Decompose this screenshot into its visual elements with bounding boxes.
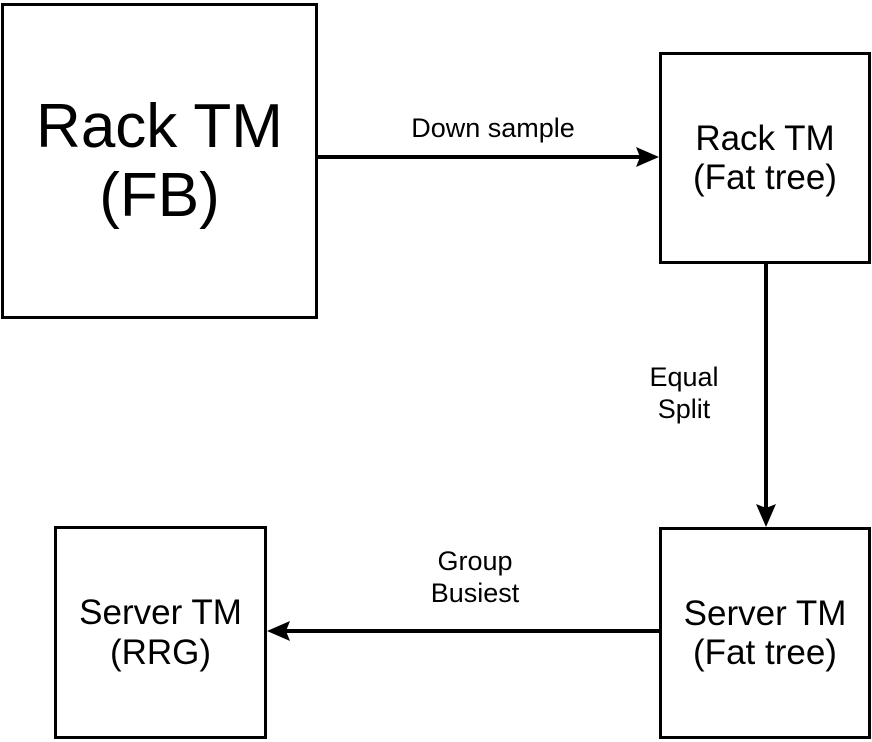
node-rack-tm-fb-line1: Rack TM <box>36 91 283 161</box>
arrow-group-busiest <box>267 621 659 641</box>
arrow-down-sample <box>318 147 659 167</box>
edge-label-equal-split-line2: Split <box>657 393 711 424</box>
node-server-tm-rrg-line2: (RRG) <box>109 632 212 672</box>
node-server-tm-fat-tree-line1: Server TM <box>683 593 847 633</box>
node-server-tm-fat-tree[interactable]: Server TM (Fat tree) <box>659 527 871 739</box>
node-rack-tm-fat-tree[interactable]: Rack TM (Fat tree) <box>659 52 871 264</box>
node-rack-tm-fat-tree-line2: (Fat tree) <box>693 158 837 197</box>
edge-label-down-sample-line1: Down sample <box>411 113 575 143</box>
edge-label-equal-split-line1: Equal <box>649 362 719 392</box>
node-rack-tm-fb[interactable]: Rack TM (FB) <box>1 3 318 319</box>
edge-label-equal-split: Equal Split <box>604 362 764 426</box>
node-rack-tm-fb-line2: (FB) <box>99 161 220 230</box>
edge-label-group-busiest-line2: Busiest <box>430 577 520 608</box>
node-rack-tm-fat-tree-line1: Rack TM <box>695 118 835 158</box>
edge-label-group-busiest: Group Busiest <box>350 546 600 610</box>
arrow-equal-split <box>756 264 776 527</box>
node-server-tm-fat-tree-line2: (Fat tree) <box>693 633 837 672</box>
edge-label-group-busiest-line1: Group <box>437 546 513 576</box>
node-server-tm-rrg[interactable]: Server TM (RRG) <box>54 526 267 739</box>
edge-label-down-sample: Down sample <box>330 113 656 145</box>
node-server-tm-rrg-line1: Server TM <box>79 593 242 633</box>
